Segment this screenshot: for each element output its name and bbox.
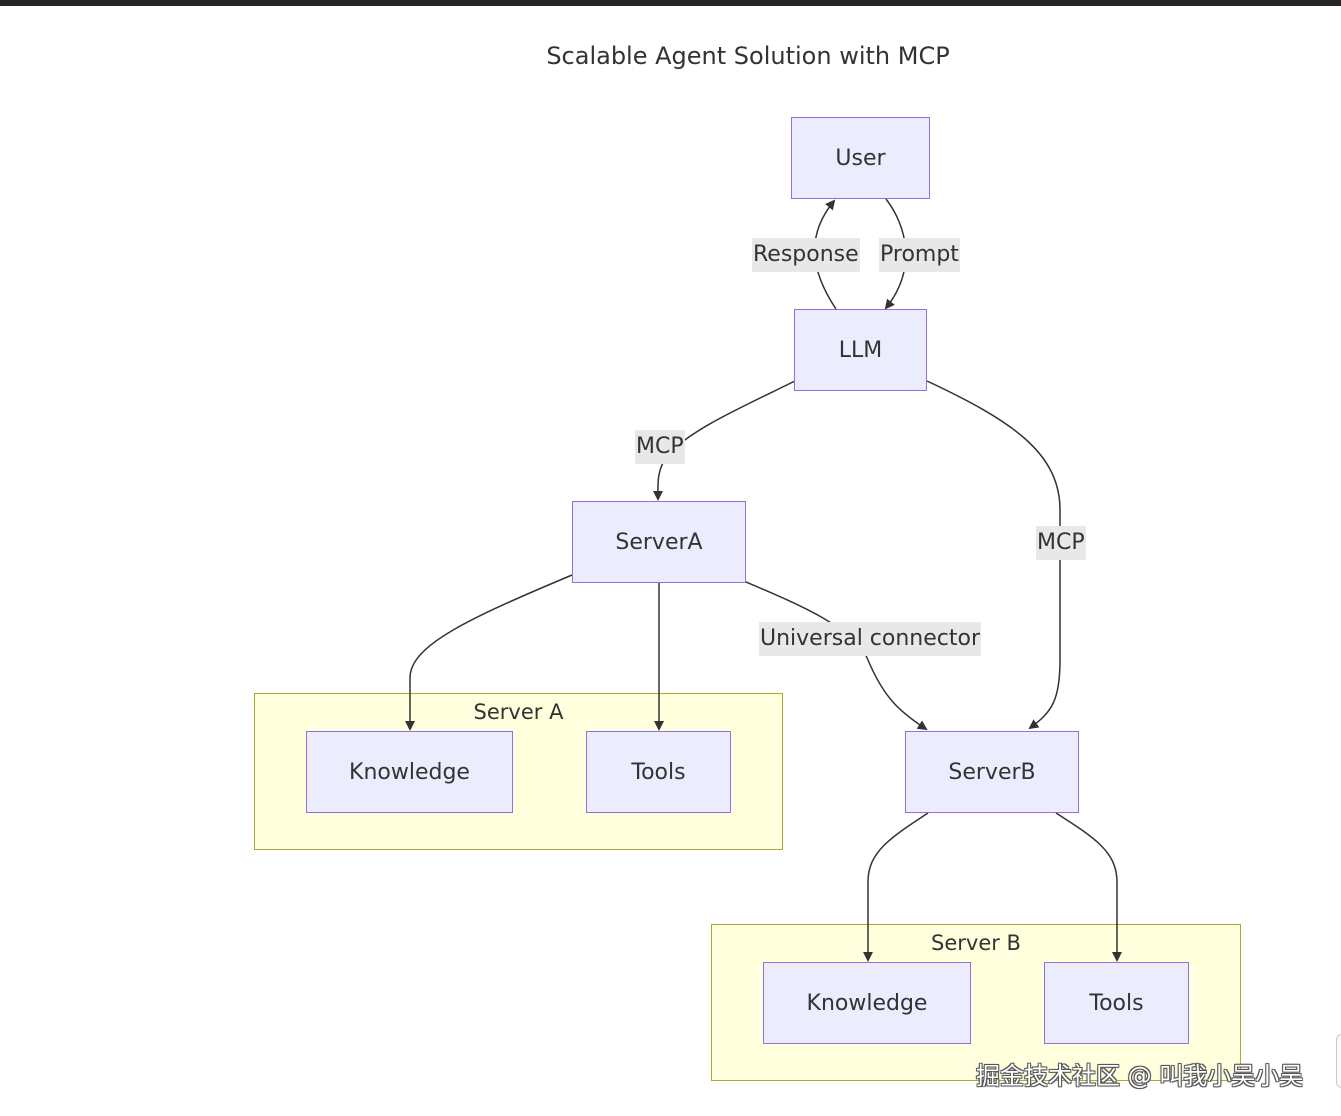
cluster-label-server-b: Server B: [931, 931, 1021, 955]
window-top-bar: [0, 0, 1341, 6]
page-edge-handle: [1336, 1034, 1341, 1088]
node-server-b-tools: Tools: [1044, 962, 1189, 1044]
node-server-a-knowledge: Knowledge: [306, 731, 513, 813]
cluster-label-server-a: Server A: [473, 700, 564, 724]
edge-label-prompt: Prompt: [879, 238, 960, 272]
edge-label-universal-connector: Universal connector: [759, 622, 982, 656]
edge-label-response: Response: [752, 238, 860, 272]
node-server-a: ServerA: [572, 501, 746, 583]
edge-server-b-to-knowledge: [863, 812, 929, 962]
node-llm: LLM: [794, 309, 927, 391]
node-server-b-knowledge: Knowledge: [763, 962, 971, 1044]
edge-server-b-to-tools: [1055, 812, 1122, 962]
node-server-b: ServerB: [905, 731, 1079, 813]
edge-server-a-to-server-b: [745, 581, 928, 731]
edge-llm-to-server-b: [926, 380, 1061, 730]
edge-label-mcp-b: MCP: [1036, 526, 1086, 560]
node-user: User: [791, 117, 930, 199]
node-server-a-tools: Tools: [586, 731, 731, 813]
watermark-text: 掘金技术社区 @ 叫我小吴小吴: [976, 1062, 1304, 1090]
diagram-title: Scalable Agent Solution with MCP: [546, 42, 950, 70]
edge-server-a-to-knowledge: [405, 574, 573, 731]
edge-label-mcp-a: MCP: [635, 430, 685, 464]
